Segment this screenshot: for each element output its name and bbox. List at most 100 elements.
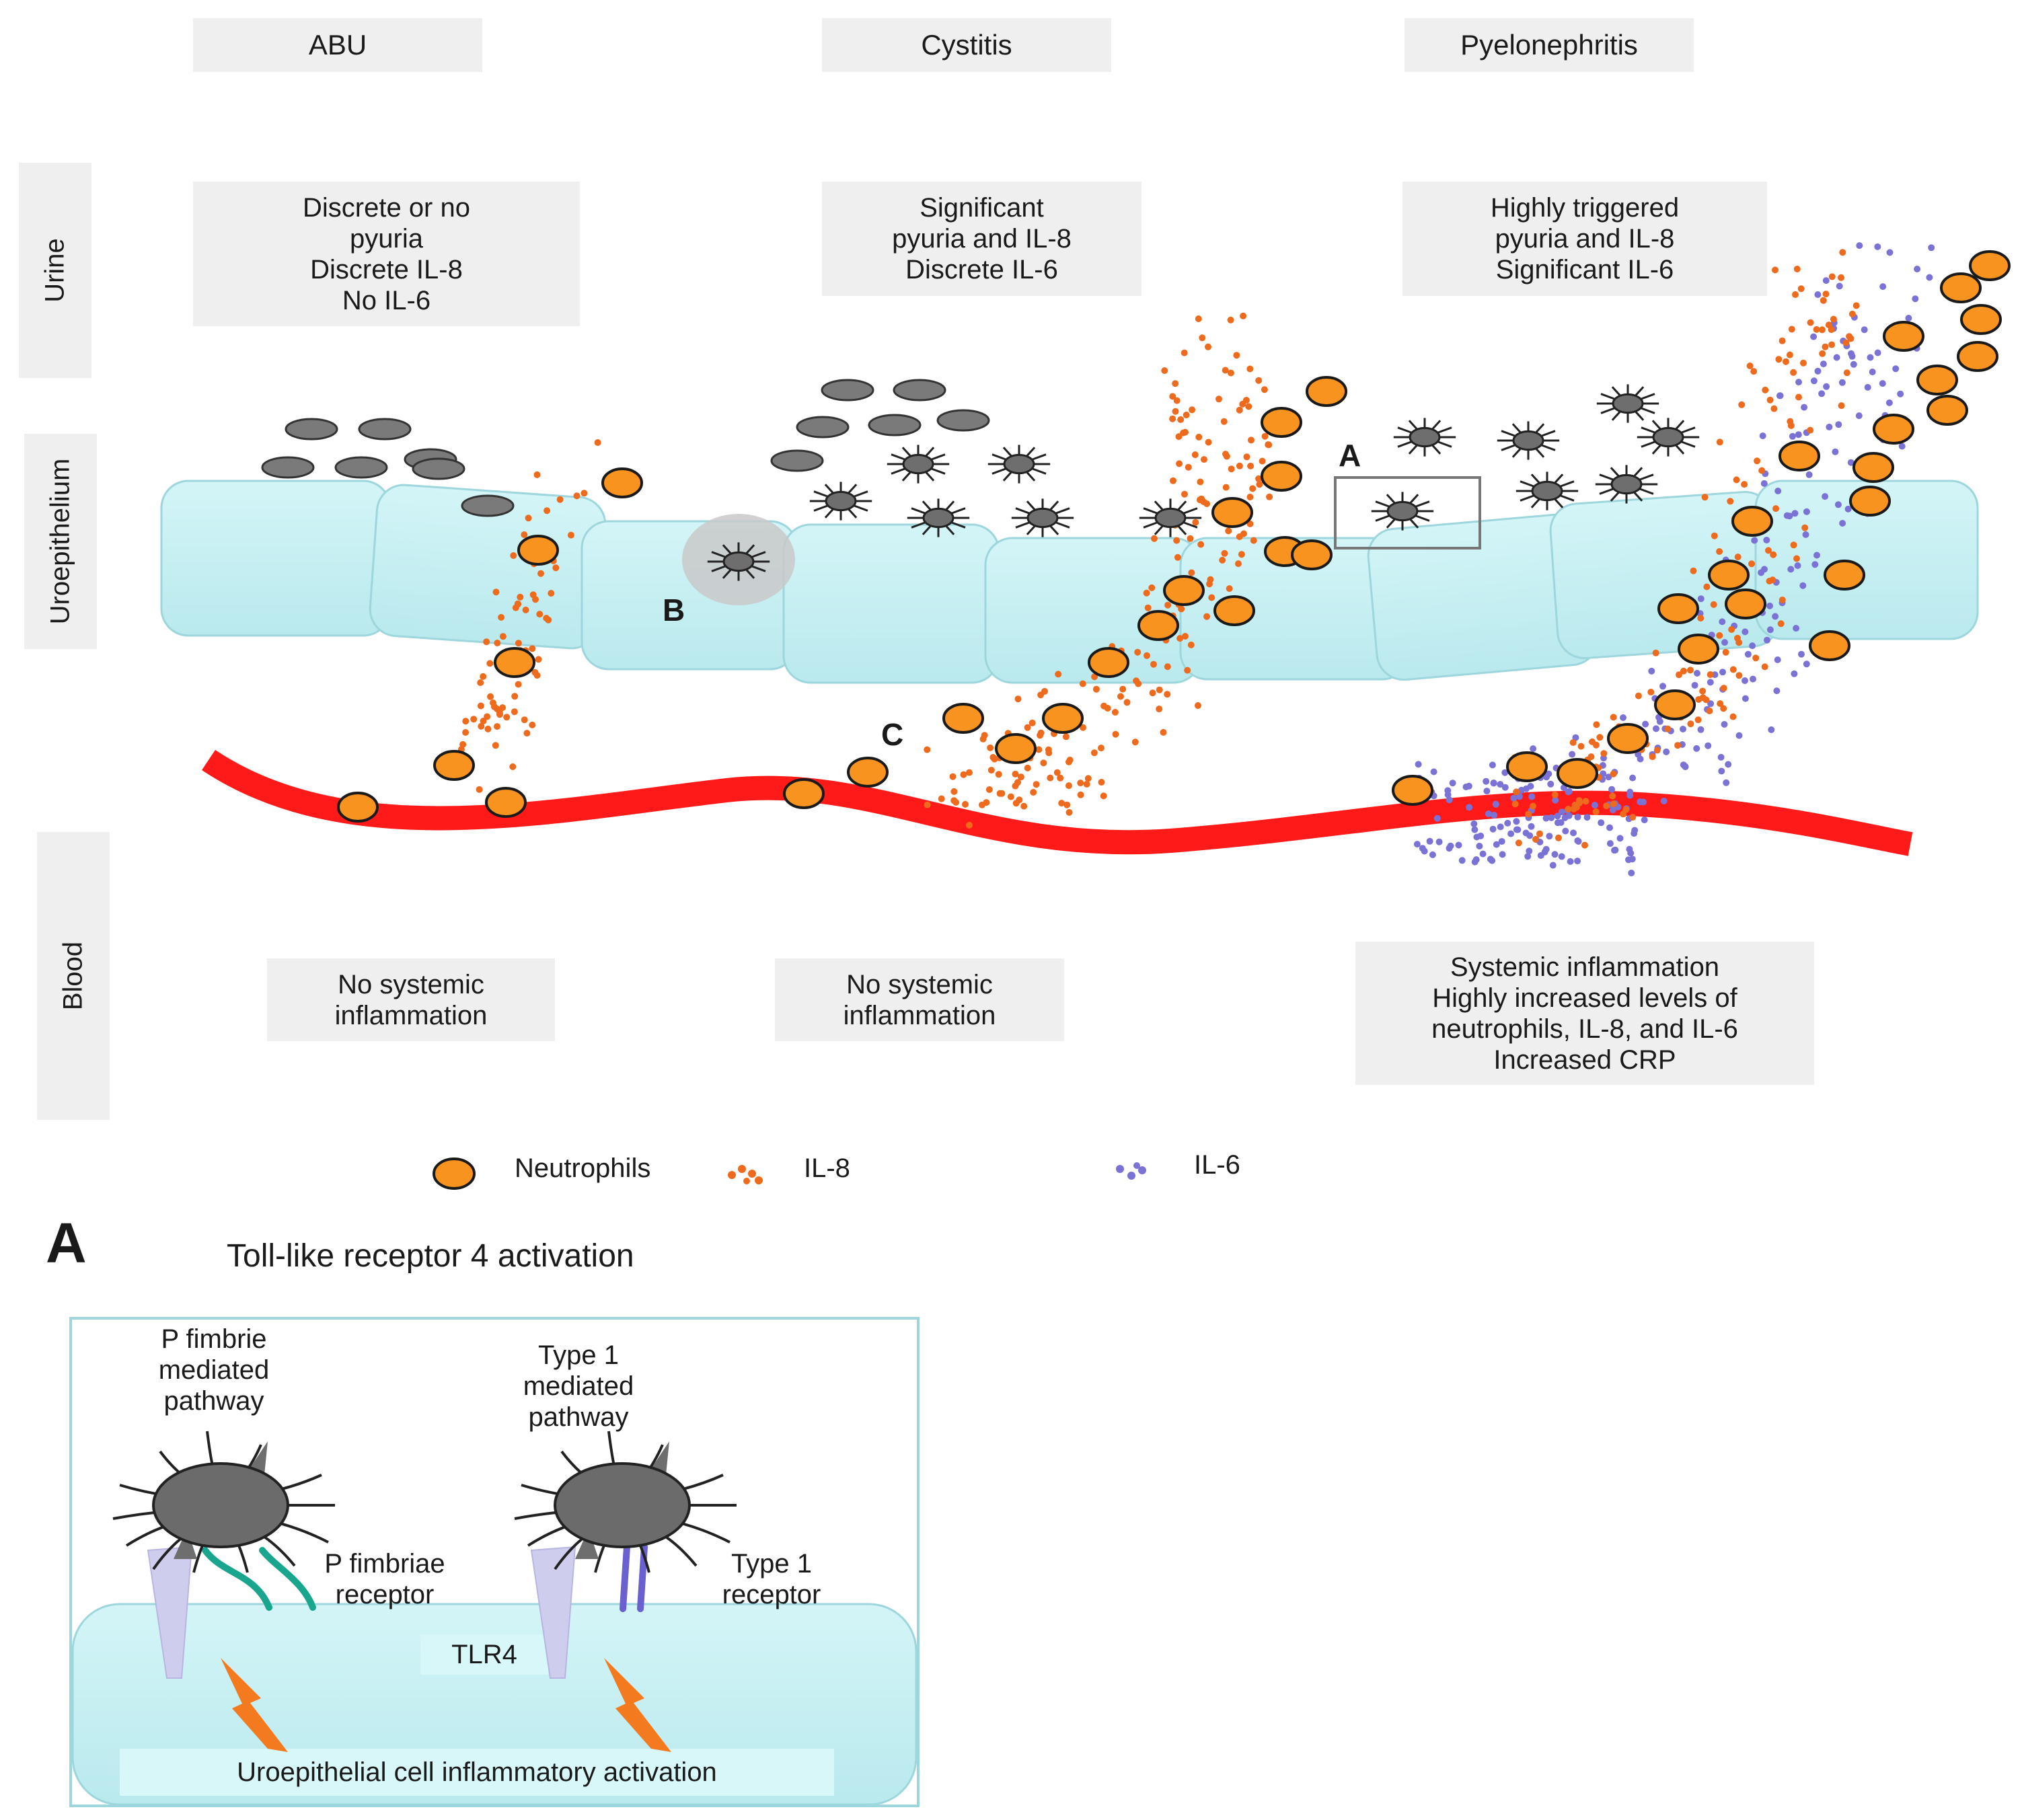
il6-particle — [1835, 421, 1842, 428]
il8-particle — [462, 718, 470, 725]
il6-particle — [1653, 725, 1659, 732]
il8-particle — [1711, 532, 1718, 539]
il6-particle — [1562, 827, 1569, 835]
il6-particle — [1838, 379, 1846, 386]
neutrophil-icon — [1809, 630, 1850, 661]
il6-particle — [1489, 857, 1496, 864]
il6-particle — [1758, 569, 1765, 576]
il8-particle — [523, 730, 531, 737]
fimbriated-bacterium-icon — [1497, 421, 1560, 460]
il6-particle — [1742, 677, 1748, 684]
il8-particle — [1729, 666, 1737, 673]
epithelial-cell — [782, 523, 1000, 684]
il8-particle — [1786, 351, 1793, 358]
il6-particle — [1766, 626, 1774, 634]
il8-particle — [484, 725, 492, 732]
il8-particle — [1716, 632, 1723, 639]
il8-particle — [1778, 337, 1786, 344]
il6-particle — [1879, 380, 1886, 387]
il6-particle — [1768, 726, 1775, 733]
neutrophil-icon — [1778, 441, 1820, 471]
il8-particle — [1687, 720, 1694, 728]
il6-particle — [1631, 830, 1638, 837]
il8-particle — [1177, 416, 1185, 423]
il6-particle — [1490, 780, 1497, 787]
il6-particle — [1776, 392, 1783, 400]
p-fimbriae-receptor-label: P fimbriae receptor — [324, 1549, 445, 1609]
il8-particle — [1012, 770, 1019, 778]
il6-particle — [1750, 675, 1756, 683]
il6-particle — [1839, 520, 1846, 527]
il8-particle — [1045, 746, 1052, 753]
il8-particle — [1235, 560, 1242, 568]
marker-c: C — [881, 717, 904, 752]
blood-box-cystitis: No systemic inflammation — [775, 958, 1064, 1041]
il8-particle — [1240, 530, 1247, 537]
il8-particle — [1770, 551, 1777, 558]
il8-particle — [1577, 743, 1585, 750]
il8-particle — [1188, 569, 1195, 576]
il6-particle — [1810, 377, 1818, 385]
il6-particle — [1697, 595, 1705, 603]
il8-particle — [521, 716, 528, 724]
il8-particle — [1191, 451, 1199, 459]
il8-particle — [1243, 453, 1250, 461]
il6-particle — [1537, 852, 1544, 859]
il8-particle — [1024, 724, 1031, 731]
neutrophil-icon — [847, 757, 889, 788]
il8-particle — [1040, 759, 1047, 767]
side-label-urine: Urine — [19, 163, 91, 378]
il6-particle — [1466, 804, 1473, 811]
il6-particle — [1548, 814, 1555, 821]
il6-particle — [1914, 266, 1921, 272]
il6-particle — [1526, 847, 1533, 855]
il6-particle — [1413, 841, 1421, 848]
bacterium-icon — [868, 414, 922, 437]
il6-particle — [1433, 814, 1441, 822]
il8-particle — [1246, 494, 1254, 500]
il6-particle — [1543, 773, 1550, 781]
il8-particle — [536, 611, 544, 618]
neutrophil-icon — [1042, 703, 1084, 734]
il8-particle — [1225, 527, 1232, 535]
il8-particle — [1100, 702, 1108, 710]
il6-particle — [1774, 656, 1781, 663]
il6-particle — [1557, 819, 1565, 826]
il8-particle — [1144, 652, 1150, 659]
neutrophil-icon — [1213, 595, 1255, 626]
il8-particle — [1790, 541, 1797, 549]
il6-particle — [1479, 850, 1487, 858]
il6-particle — [1803, 508, 1810, 515]
il6-particle — [1721, 639, 1728, 646]
il8-particle — [517, 593, 524, 601]
neutrophil-icon — [1824, 560, 1865, 591]
neutrophil-icon — [433, 750, 475, 781]
il8-particle — [1801, 524, 1809, 531]
neutrophil-icon — [1211, 497, 1253, 528]
detail-a-box — [1334, 476, 1481, 549]
il8-particle — [1178, 605, 1185, 613]
il6-particle — [1795, 431, 1802, 439]
il6-particle — [1530, 745, 1537, 753]
il6-particle — [1742, 628, 1749, 636]
il6-particle — [1898, 443, 1906, 450]
il6-particle — [1641, 817, 1648, 824]
il6-particle — [1879, 283, 1887, 291]
il8-particle — [1037, 729, 1045, 736]
il8-particle — [552, 564, 560, 572]
il8-particle — [1830, 315, 1837, 323]
il8-particle — [1777, 620, 1785, 628]
neutrophil-icon — [1261, 407, 1302, 438]
il6-particle — [1798, 650, 1805, 658]
legend-il8-icon — [728, 1165, 763, 1184]
il6-particle — [1608, 786, 1616, 793]
il8-particle — [1828, 326, 1835, 334]
il8-particle — [470, 716, 478, 723]
il8-particle — [1249, 485, 1257, 492]
il6-particle — [1606, 824, 1613, 831]
activation-label: Uroepithelial cell inflammatory activati… — [237, 1757, 717, 1787]
il8-particle — [1710, 601, 1717, 608]
il6-particle — [1542, 814, 1550, 822]
il8-particle — [1020, 802, 1028, 810]
il8-particle — [512, 604, 519, 611]
